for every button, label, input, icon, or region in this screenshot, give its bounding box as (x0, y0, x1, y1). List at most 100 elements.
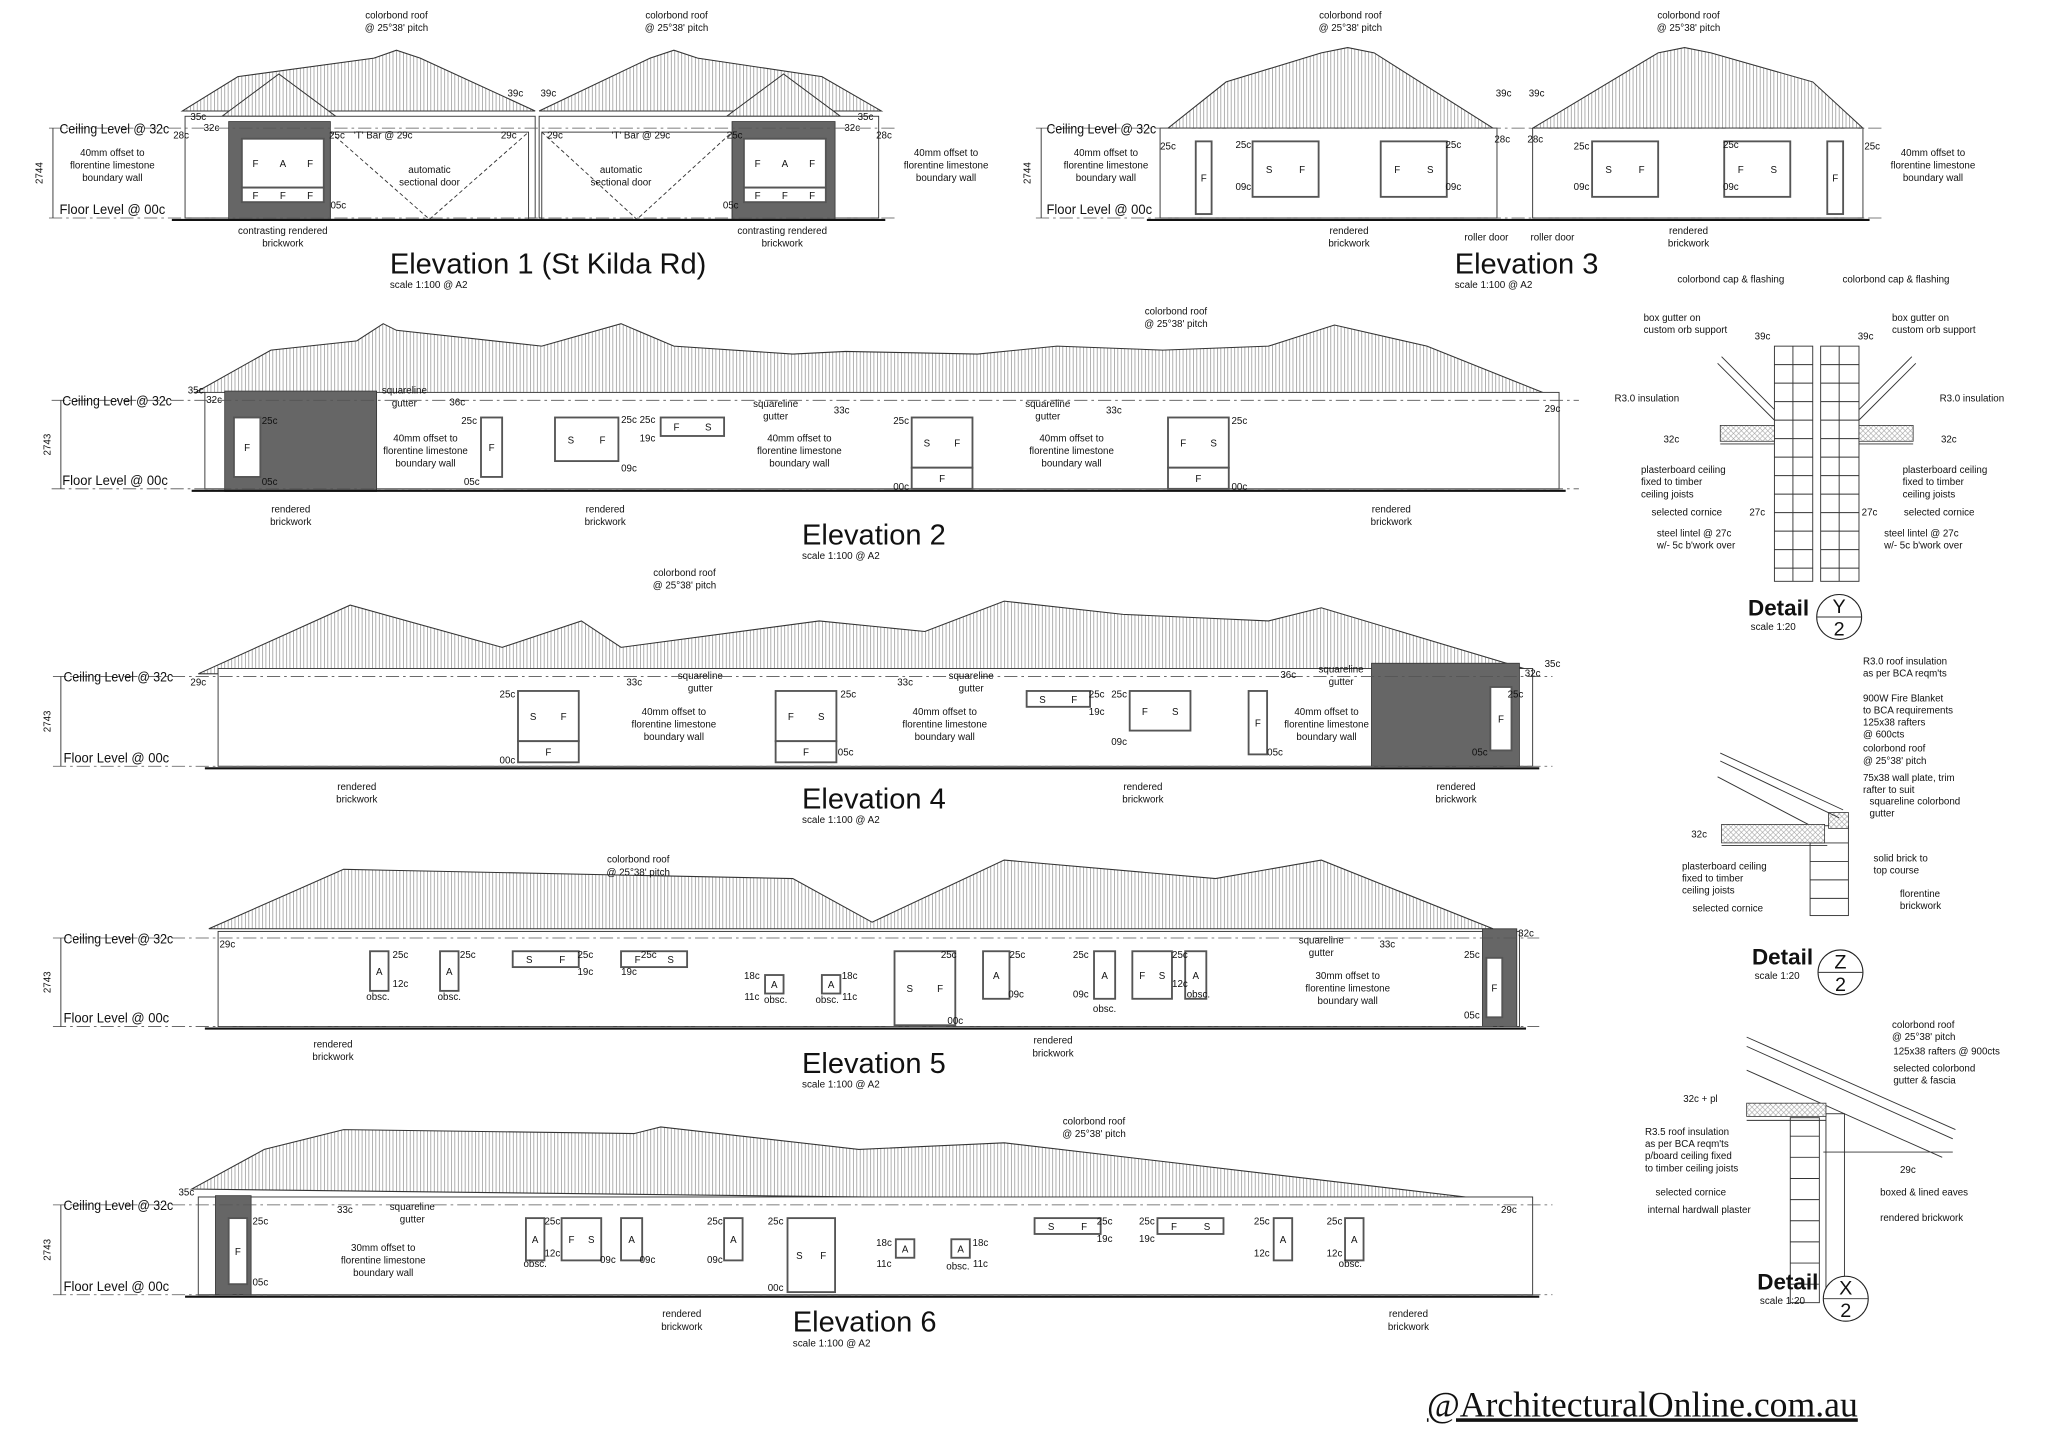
annotation: 05c (1472, 748, 1488, 759)
annotation: R3.0 insulation (1940, 394, 2005, 405)
ceiling-level-label: Ceiling Level @ 32c (64, 669, 174, 685)
ceiling-level-label: Ceiling Level @ 32c (62, 393, 172, 409)
window-type-label: F (1171, 1222, 1177, 1233)
detail-sheet-number: 2 (1834, 618, 1845, 640)
annotation: 25c (1010, 950, 1026, 961)
window-type-label: F (1081, 1222, 1087, 1233)
annotation-line: @ 25°38' pitch (653, 581, 716, 592)
annotation: 35c (858, 112, 874, 123)
window-type-label: S (818, 712, 825, 723)
height-dimension: 2744 (1023, 162, 1034, 184)
door-swing-lines (330, 131, 529, 220)
annotation: 125x38 rafters@ 600cts (1863, 717, 1926, 740)
annotation: 25c (461, 416, 477, 427)
wall (1532, 127, 1864, 219)
annotation: 29c (501, 131, 517, 142)
window-type-label: A (1192, 971, 1199, 982)
window-frame (1344, 1217, 1365, 1262)
annotation: obsc. (764, 995, 787, 1006)
window-type-label: F (755, 159, 761, 170)
window-frame (774, 690, 838, 743)
floor-level-label: Floor Level @ 00c (62, 472, 168, 488)
annotation-line: custom orb support (1892, 325, 1976, 336)
annotation-line: boundary wall (1318, 996, 1378, 1007)
annotation: 35c (1545, 659, 1561, 670)
annotation-line: florentine limestone (1029, 446, 1114, 457)
annotation: 32c (1691, 830, 1707, 841)
height-dimension: 2743 (42, 710, 53, 732)
annotation-line: gutter (763, 411, 789, 422)
internal-wall (1789, 1117, 1820, 1304)
annotation: 18c (842, 971, 858, 982)
annotation-line: colorbond roof (1145, 306, 1208, 317)
annotation: 28c (173, 131, 189, 142)
annotation-line: sectional door (591, 178, 653, 189)
annotation: 25c (621, 415, 637, 426)
annotation: obsc. (1187, 989, 1210, 1000)
annotation: 18c (973, 1238, 989, 1249)
annotation: 25c (1446, 140, 1462, 151)
annotation-line: boundary wall (1296, 732, 1356, 743)
annotation-line: @ 25°38' pitch (606, 867, 669, 878)
annotation-line: boundary wall (915, 732, 975, 743)
annotation-line: ceiling joists (1641, 489, 1694, 500)
annotation-line: squareline (678, 671, 723, 682)
annotation-line: squareline (753, 399, 798, 410)
annotation-line: gutter (1035, 411, 1061, 422)
annotation-line: brickwork (1900, 901, 1941, 912)
window-type-label: F (280, 191, 286, 202)
annotation-line: rendered (271, 505, 310, 516)
detail-scale: scale 1:20 (1751, 622, 1797, 633)
window-type-label: S (667, 955, 674, 966)
annotation: 25c (1235, 140, 1251, 151)
annotation-line: 40mm offset to (913, 707, 978, 718)
annotation-line: boundary wall (353, 1268, 413, 1279)
annotation: 39c (1529, 88, 1545, 99)
annotation: colorbond roof@ 25°38' pitch (1657, 10, 1720, 34)
window: F (1826, 140, 1845, 215)
annotation: 35c (190, 112, 206, 123)
annotation: 25c (1172, 950, 1188, 961)
annotation: obsc. (523, 1259, 546, 1270)
window-frame (1131, 950, 1173, 1000)
window-type-label: F (307, 159, 313, 170)
window-type-label: F (253, 191, 259, 202)
annotation-line: rafter to suit (1863, 785, 1915, 796)
annotation: 39c (507, 88, 523, 99)
annotation: 05c (723, 201, 739, 212)
window-type-label: F (803, 748, 809, 759)
annotation-line: brickwork (1668, 238, 1709, 249)
annotation: 25c (1097, 1217, 1113, 1228)
annotation-line: brickwork (1388, 1322, 1429, 1333)
window-frame (1167, 466, 1230, 490)
annotation-line: 40mm offset to (80, 148, 145, 159)
annotation: 25c (460, 950, 476, 961)
window-frame (774, 740, 838, 764)
ceiling-level-label: Ceiling Level @ 32c (1046, 120, 1156, 136)
annotation: selected cornice (1904, 507, 1975, 518)
window-type-label: S (924, 439, 931, 450)
window-frame (1485, 956, 1504, 1019)
annotation: 19c (621, 967, 637, 978)
wall (217, 668, 1534, 767)
window-frame (1128, 690, 1192, 732)
detail-scale: scale 1:20 (1760, 1296, 1806, 1307)
annotation: 33c (897, 678, 913, 689)
